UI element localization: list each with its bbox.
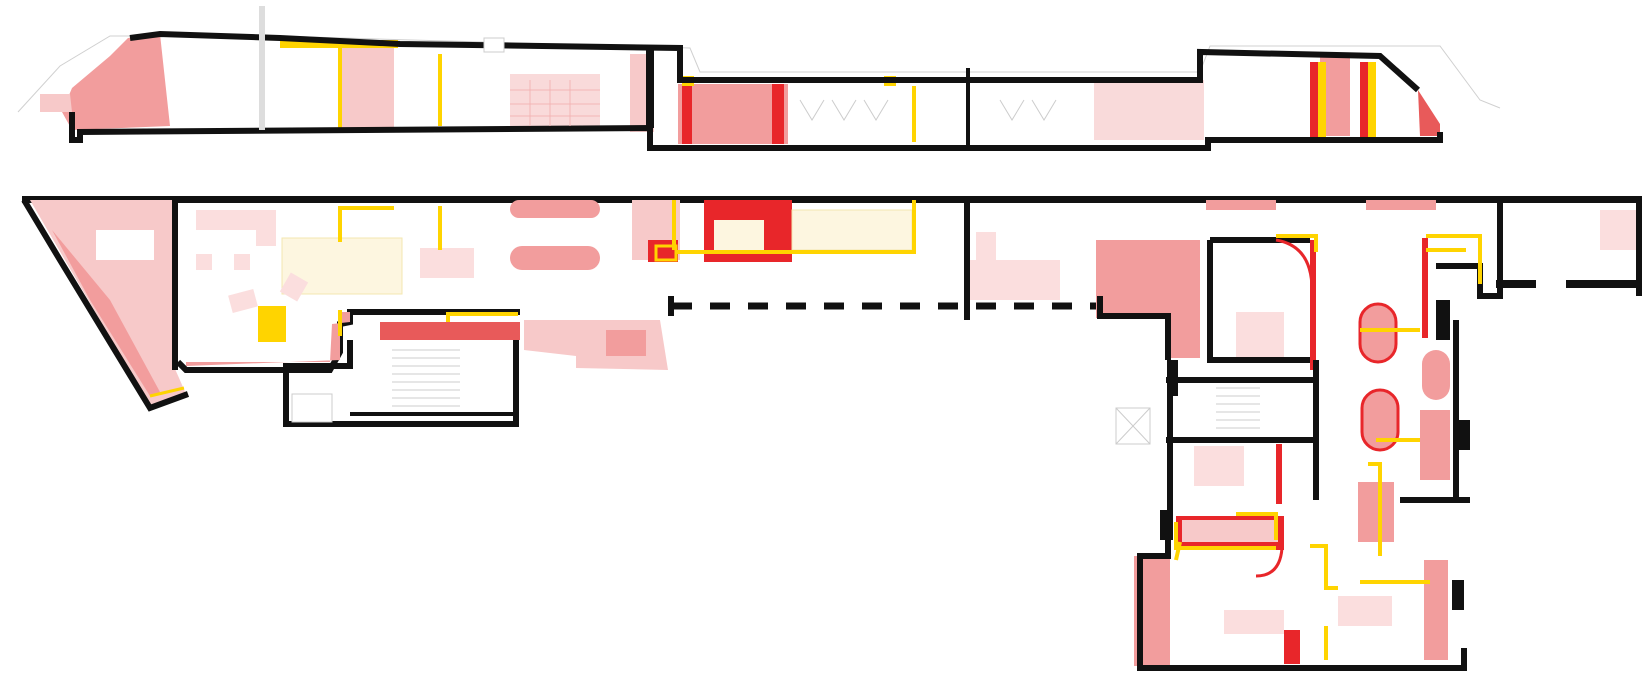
section-yellow-beam: [280, 40, 398, 48]
right-wall-block-3: [1456, 420, 1470, 450]
left-wing-divider: [172, 200, 178, 370]
section-hatch: [510, 80, 600, 126]
section-chimney: [483, 37, 505, 53]
living-chair-3: [228, 288, 258, 314]
living-yellow-post-3: [438, 206, 442, 250]
right-desk: [1224, 610, 1284, 634]
plan-right-end-wall: [1636, 196, 1642, 296]
right-top-pink: [1206, 200, 1276, 210]
right-red-col: [1284, 630, 1300, 664]
section-yellow-5: [912, 86, 916, 142]
right-yellow-lines: [1174, 234, 1482, 660]
left-wing-table: [96, 230, 154, 260]
core-yellow-1: [672, 200, 676, 250]
left-wing-wall: [21, 198, 190, 412]
section-wall-mid-2: [966, 68, 970, 148]
section-v-shapes: [799, 99, 1057, 121]
right-bedroom-2-bed: [1194, 446, 1244, 486]
section-walls: [69, 30, 1443, 151]
right-pill-2: [1422, 350, 1450, 400]
right-red-shelf-inner: [1182, 520, 1278, 542]
section-left-wedge: [62, 34, 170, 130]
right-arc-2: [1255, 547, 1284, 578]
living-furniture-2: [256, 216, 276, 246]
living-yellow-post-4: [338, 310, 342, 336]
section-pink-block-5: [1094, 80, 1204, 140]
core-light: [791, 209, 913, 251]
section-yellow-1: [338, 48, 342, 128]
living-yellow-post-2: [338, 206, 394, 210]
core-red-inner: [714, 220, 764, 250]
living-yellow-post-5: [448, 312, 518, 316]
right-pink-mid: [1358, 482, 1394, 542]
right-stair-treads: [1216, 387, 1260, 429]
section-red-1: [682, 84, 692, 144]
right-wall-block-6: [1566, 280, 1636, 288]
section-yellow-7: [1368, 62, 1376, 138]
right-red-vert: [1310, 240, 1316, 370]
core-yellow-4: [848, 250, 916, 254]
stair-walls: [283, 340, 519, 427]
plan-top-wall: [22, 196, 1642, 203]
right-pink-right-col: [1424, 560, 1448, 660]
section-pink-block-1: [342, 48, 394, 128]
living-chair-2: [234, 254, 250, 270]
right-pill-1: [1358, 302, 1398, 364]
right-table: [1338, 596, 1392, 626]
right-wall-block-5: [1436, 300, 1450, 340]
stair-treads: [392, 349, 460, 407]
stair-lift-box: [291, 393, 333, 423]
right-pink-strip: [1170, 316, 1200, 358]
right-far-block: [1600, 210, 1636, 250]
right-top-pink-2: [1366, 200, 1436, 210]
core-yellow-5: [654, 244, 678, 262]
section-wall-mid-1: [646, 48, 654, 128]
right-wall-block-7: [1496, 280, 1536, 288]
left-wing-yellow: [149, 386, 185, 398]
core-yellow-2: [676, 250, 866, 254]
right-red-vert-3: [1276, 444, 1282, 504]
pill-top: [510, 200, 600, 218]
right-red-vert-2: [1422, 238, 1428, 338]
section-red-4: [1360, 62, 1368, 138]
plan-view: [21, 196, 1642, 671]
stair-lower-pink: [380, 322, 520, 340]
right-pink-mid-2: [1420, 410, 1450, 480]
corridor-post-1: [668, 296, 674, 316]
living-chair-1: [196, 254, 212, 270]
living-table: [420, 248, 474, 278]
section-context-line: [17, 35, 1501, 113]
right-arc: [1275, 238, 1314, 291]
living-yellow-block: [258, 306, 286, 342]
section-view: [17, 6, 1501, 151]
section-right-wedge: [1418, 90, 1440, 136]
right-pill-3: [1360, 388, 1400, 452]
right-pink-big: [1096, 240, 1200, 318]
section-yellow-6: [1318, 62, 1326, 138]
right-wall-block-2: [1160, 510, 1170, 540]
left-wing-darker: [52, 230, 160, 396]
stair-pink-ramp: [524, 320, 668, 370]
pill-bottom: [510, 246, 600, 270]
section-pink-block-4: [678, 84, 788, 144]
living-chair-4: [279, 272, 309, 302]
right-walls: [1097, 200, 1503, 671]
corridor-light-block: [970, 260, 1060, 300]
section-red-3: [1310, 62, 1318, 138]
section-red-2: [772, 84, 784, 144]
corridor-light-block-2: [976, 232, 996, 262]
right-bedroom-bed: [1236, 312, 1284, 358]
section-pink-block-2: [510, 74, 600, 126]
core-yellow-3: [912, 200, 916, 254]
right-wall-block-4: [1452, 580, 1464, 610]
right-wall-block-1: [1168, 360, 1178, 396]
section-left-wedge-light: [40, 94, 72, 112]
stair-pink-table: [606, 330, 646, 356]
living-yellow-post-1: [338, 206, 342, 242]
section-yellow-2: [438, 54, 442, 126]
corridor-post-2: [964, 200, 970, 320]
